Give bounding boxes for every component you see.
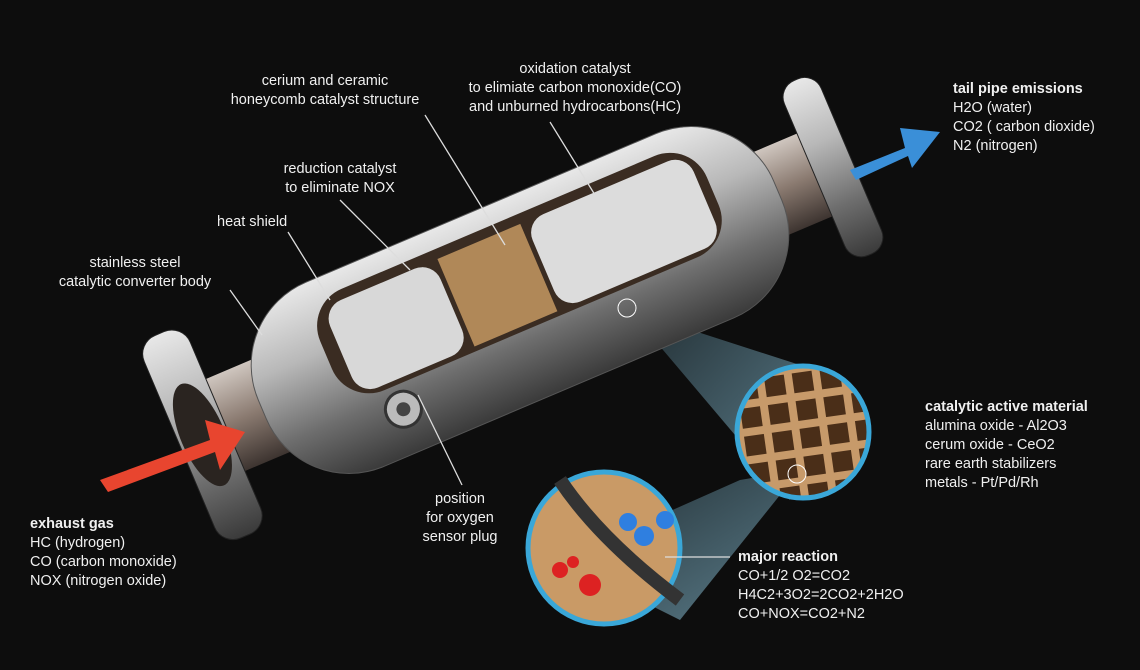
molecule-blue xyxy=(634,526,654,546)
text: to elimiate carbon monoxide(CO) xyxy=(468,80,682,96)
molecule-blue xyxy=(656,511,674,529)
label-cerium: cerium and ceramic honeycomb catalyst str… xyxy=(200,72,450,110)
molecule-red xyxy=(552,562,568,578)
hex-socket-icon xyxy=(396,402,411,417)
item: N2 (nitrogen) xyxy=(953,138,1038,154)
item: NOX (nitrogen oxide) xyxy=(30,573,167,589)
text: cerium and ceramic xyxy=(261,73,389,89)
molecule-red xyxy=(579,574,601,596)
honeycomb-band xyxy=(437,223,558,347)
item: CO+NOX=CO2+N2 xyxy=(738,606,865,622)
label-heat-shield: heat shield xyxy=(217,214,288,230)
label-reduction: reduction catalyst to eliminate NOX xyxy=(255,160,425,198)
title: major reaction xyxy=(738,549,838,565)
exhaust-gas: exhaust gas HC (hydrogen) CO (carbon mono… xyxy=(30,515,177,591)
outlet-arrow-icon xyxy=(850,128,940,180)
item: CO+1/2 O2=CO2 xyxy=(738,568,851,584)
text: for oxygen xyxy=(426,510,494,526)
reaction-zoom xyxy=(525,469,683,627)
detail-marker-2 xyxy=(787,464,807,484)
text: and unburned hydrocarbons(HC) xyxy=(469,99,681,115)
inlet-arrow-icon xyxy=(100,420,245,492)
text: oxidation catalyst xyxy=(519,61,631,77)
text: position xyxy=(435,491,485,507)
title: tail pipe emissions xyxy=(953,81,1083,97)
item: H2O (water) xyxy=(953,100,1032,116)
text: reduction catalyst xyxy=(283,161,397,177)
text: honeycomb catalyst structure xyxy=(230,92,420,108)
detail-marker xyxy=(617,298,637,318)
item: CO2 ( carbon dioxide) xyxy=(953,119,1095,135)
catalyst-coating xyxy=(554,476,685,606)
item: metals - Pt/Pd/Rh xyxy=(925,475,1039,491)
label-body: stainless steel catalytic converter body xyxy=(30,254,240,292)
item: cerum oxide - CeO2 xyxy=(925,437,1055,453)
label-oxidation: oxidation catalyst to elimiate carbon mon… xyxy=(440,60,710,117)
tail-pipe-emissions: tail pipe emissions H2O (water) CO2 ( car… xyxy=(953,80,1095,156)
item: alumina oxide - Al2O3 xyxy=(925,418,1067,434)
item: CO (carbon monoxide) xyxy=(30,554,177,570)
oxidation-catalyst xyxy=(531,159,717,304)
inlet-opening xyxy=(172,383,232,487)
text: to eliminate NOX xyxy=(285,180,395,196)
text: sensor plug xyxy=(422,529,498,545)
leader-lines xyxy=(229,114,730,558)
honeycomb-zoom xyxy=(734,363,872,501)
item: H4C2+3O2=2CO2+2H2O xyxy=(738,587,904,603)
outlet-flange xyxy=(782,76,884,258)
title: catalytic active material xyxy=(925,399,1088,415)
item: rare earth stabilizers xyxy=(925,456,1057,472)
catalytic-active-material: catalytic active material alumina oxide … xyxy=(925,398,1088,493)
text: catalytic converter body xyxy=(58,274,212,290)
label-sensor: position for oxygen sensor plug xyxy=(400,490,520,547)
reduction-catalyst xyxy=(328,267,464,390)
text: stainless steel xyxy=(89,255,181,271)
item: HC (hydrogen) xyxy=(30,535,126,551)
title: exhaust gas xyxy=(30,516,114,532)
molecule-blue xyxy=(619,513,637,531)
molecule-red xyxy=(567,556,579,568)
